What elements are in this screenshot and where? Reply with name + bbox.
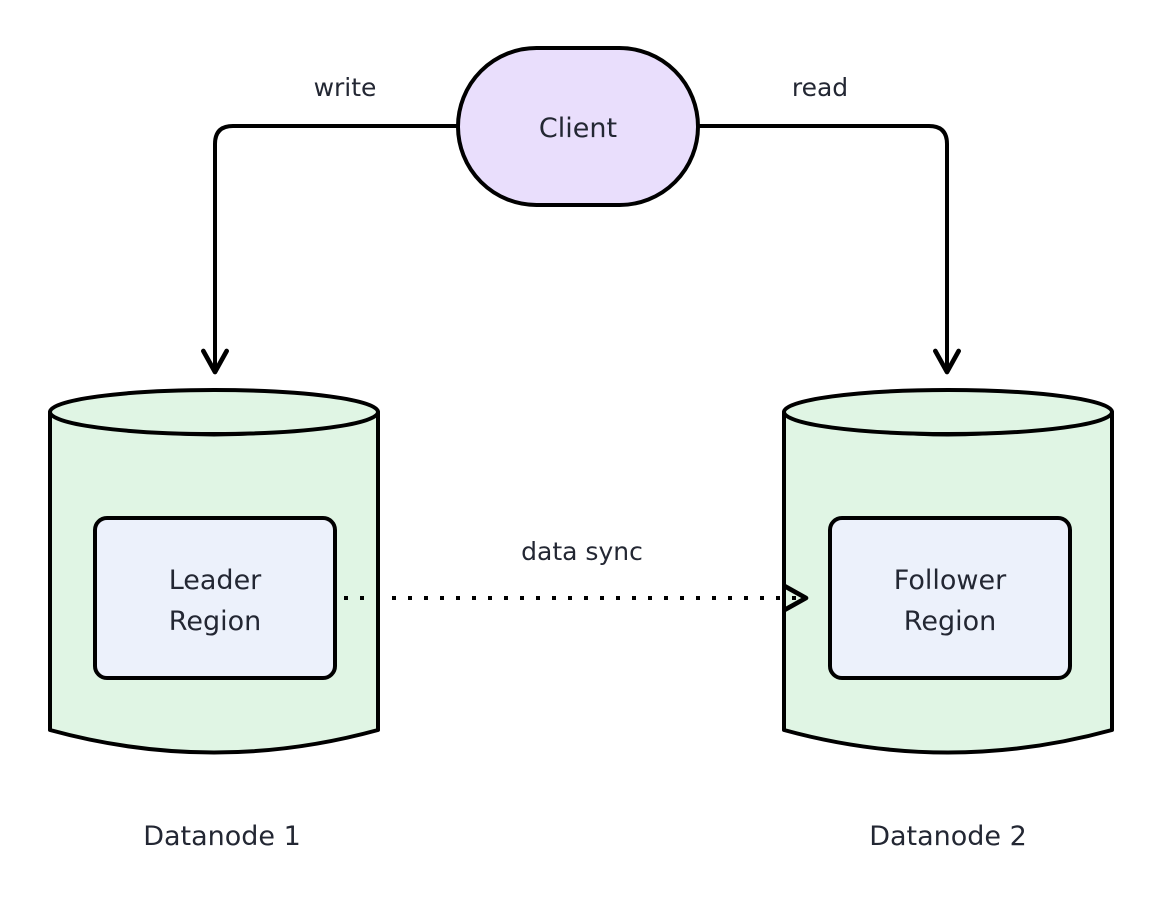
- follower-region-label-line1: Follower: [894, 565, 1007, 596]
- client-shape[interactable]: [456, 46, 700, 207]
- edge-data-sync: data sync: [344, 537, 809, 612]
- caption-datanode2: Datanode 2: [869, 821, 1027, 852]
- leader-region-label-line1: Leader: [169, 565, 262, 596]
- edge-write-line: [201, 124, 460, 375]
- follower-region[interactable]: Follower Region: [828, 516, 1072, 680]
- datanode2-cylinder-top: [782, 388, 1114, 436]
- datanode1-cylinder-top: [48, 388, 380, 436]
- caption-datanode1: Datanode 1: [143, 821, 301, 852]
- edge-write: write: [201, 73, 460, 375]
- node-datanode2[interactable]: Follower Region: [782, 388, 1114, 755]
- follower-region-box[interactable]: [828, 516, 1072, 680]
- leader-region-label-line2: Region: [169, 606, 261, 637]
- edge-read-label: read: [792, 73, 848, 102]
- client-label: Client: [539, 113, 617, 144]
- leader-region-box[interactable]: [93, 516, 337, 680]
- node-client[interactable]: Client: [456, 46, 700, 207]
- edge-read: read: [696, 73, 961, 375]
- leader-region[interactable]: Leader Region: [93, 516, 337, 680]
- edge-write-label: write: [314, 73, 377, 102]
- edge-read-line: [696, 124, 961, 375]
- node-datanode1[interactable]: Leader Region: [48, 388, 380, 755]
- follower-region-label-line2: Region: [904, 606, 996, 637]
- edge-data-sync-label: data sync: [521, 537, 643, 566]
